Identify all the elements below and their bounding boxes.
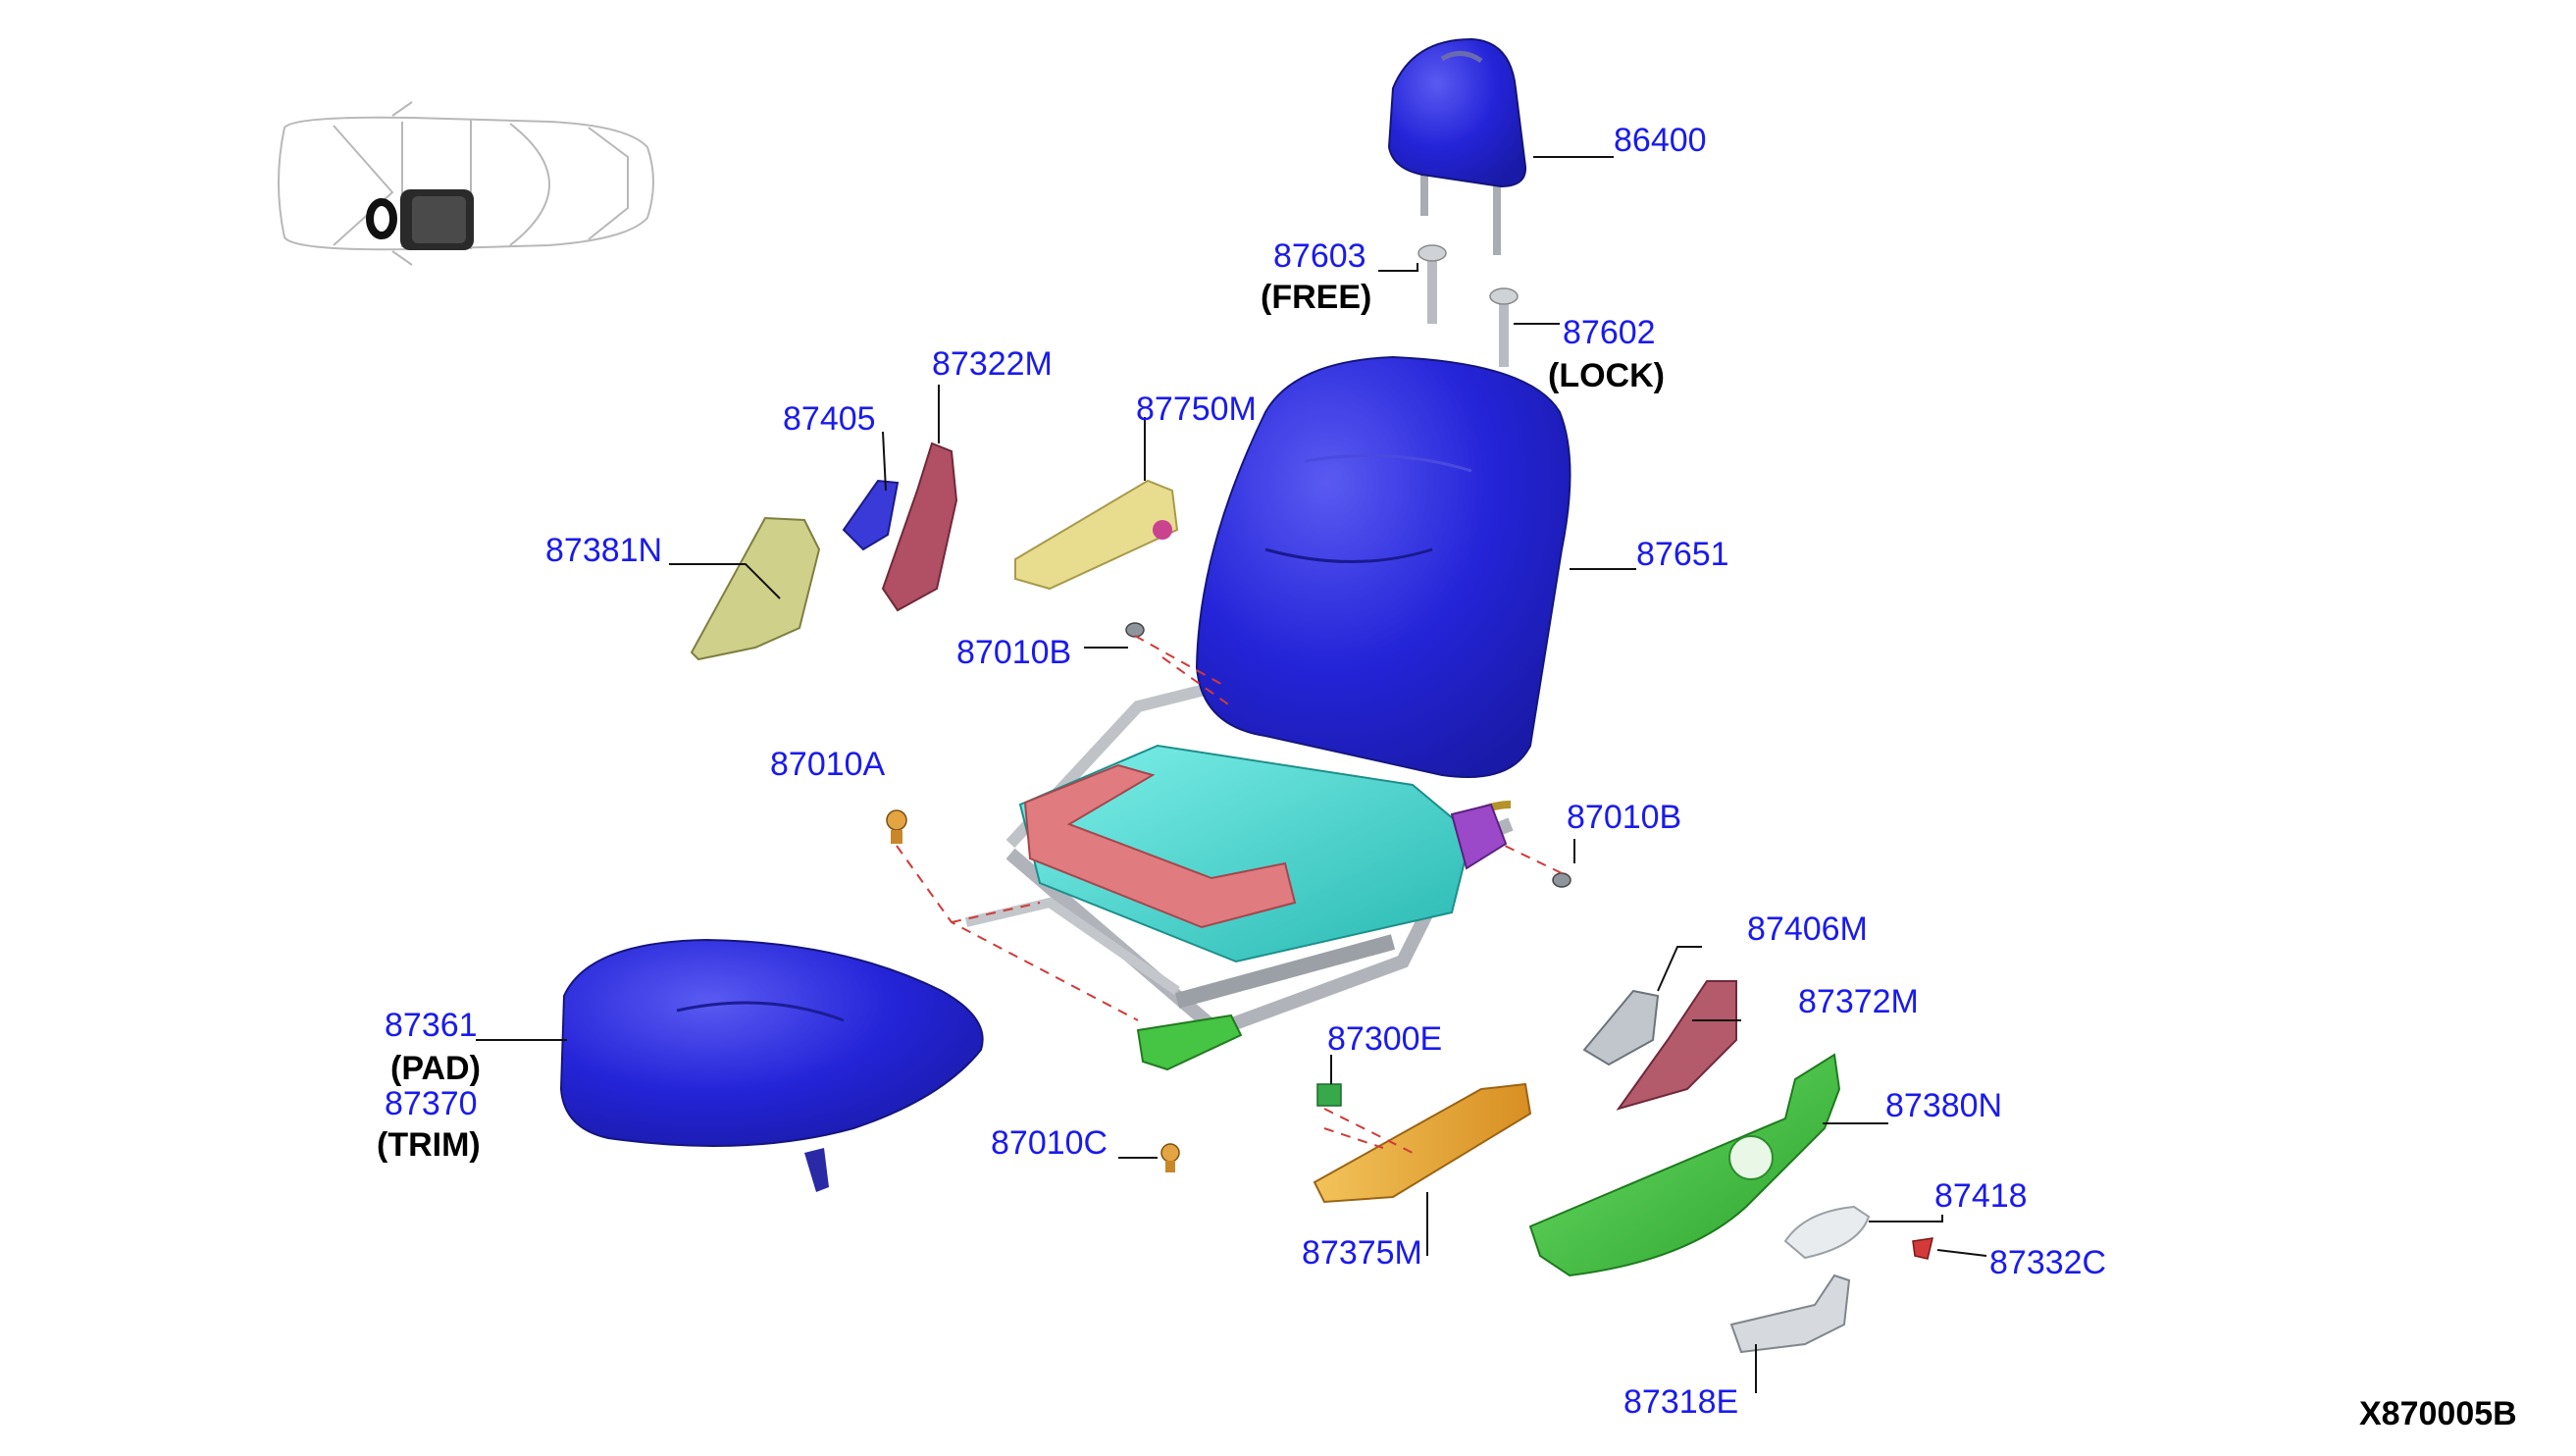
- callout-87381N: 87381N: [545, 532, 663, 569]
- headrest-guide-87602: [1489, 287, 1519, 367]
- headrest-guide-87603: [1417, 244, 1447, 324]
- seatback-87651: [1195, 355, 1571, 778]
- callout-87750M: 87750M: [1136, 390, 1257, 428]
- callout-87318E: 87318E: [1623, 1383, 1739, 1421]
- bolt-87010B-lower-icon: [1552, 872, 1571, 888]
- callout-87372M: 87372M: [1798, 983, 1919, 1020]
- note-87602-lock: (LOCK): [1548, 357, 1665, 394]
- inner-shield-87381N: [690, 516, 821, 661]
- seat-location-marker-icon: [366, 189, 474, 250]
- callout-87332C: 87332C: [1989, 1244, 2107, 1281]
- callout-87418: 87418: [1934, 1177, 2028, 1215]
- cover-87406M: [1582, 989, 1660, 1066]
- callout-87361: 87361: [385, 1007, 478, 1044]
- bolt-87010C-icon: [1160, 1143, 1180, 1172]
- callout-87300E: 87300E: [1327, 1020, 1443, 1058]
- headrest-86400: [1387, 37, 1527, 255]
- assembly-dashed-lines: [896, 635, 1563, 1154]
- seat-pan-frame-cyan: [1018, 744, 1473, 963]
- callout-87010B-upper: 87010B: [956, 634, 1072, 671]
- clip-87300E: [1316, 1083, 1342, 1107]
- seat-cushion-87361: [559, 938, 984, 1192]
- note-87370-trim: (TRIM): [377, 1126, 481, 1164]
- cover-87372M: [1616, 980, 1737, 1111]
- callout-87380N: 87380N: [1885, 1087, 2003, 1124]
- leader-lines: [476, 156, 1987, 1393]
- bolt-87010A-icon: [886, 809, 907, 844]
- bolt-87010B-upper-icon: [1125, 622, 1145, 638]
- outer-shield-87380N: [1528, 1053, 1841, 1277]
- callout-87010C: 87010C: [991, 1124, 1108, 1162]
- note-87603-free: (FREE): [1261, 279, 1372, 316]
- callout-87603: 87603: [1273, 237, 1366, 275]
- diagram-code: X870005B: [2359, 1395, 2517, 1432]
- callout-87405: 87405: [783, 400, 876, 438]
- front-bracket-green: [1136, 1014, 1243, 1071]
- callout-87322M: 87322M: [932, 345, 1053, 383]
- cover-87322M: [881, 442, 958, 612]
- recliner-bracket-purple: [1450, 803, 1508, 870]
- callout-87602: 87602: [1563, 314, 1656, 351]
- callout-87010B-lower: 87010B: [1567, 799, 1682, 836]
- cover-87405: [842, 479, 900, 551]
- lever-87318E: [1729, 1274, 1851, 1354]
- callout-87651: 87651: [1636, 536, 1729, 573]
- callout-86400: 86400: [1614, 122, 1707, 159]
- note-87361-pad: (PAD): [390, 1050, 481, 1087]
- knob-87418: [1783, 1205, 1871, 1260]
- callout-87406M: 87406M: [1747, 910, 1868, 948]
- front-cushion-pad-red: [1023, 763, 1297, 929]
- vehicle-locator-icon: [278, 101, 654, 266]
- armrest-87750M: [1014, 479, 1179, 591]
- callout-87375M: 87375M: [1302, 1234, 1422, 1272]
- clip-87332C: [1912, 1237, 1933, 1260]
- cover-87375M: [1313, 1082, 1532, 1204]
- callout-87370: 87370: [385, 1085, 478, 1122]
- callout-87010A: 87010A: [770, 746, 886, 783]
